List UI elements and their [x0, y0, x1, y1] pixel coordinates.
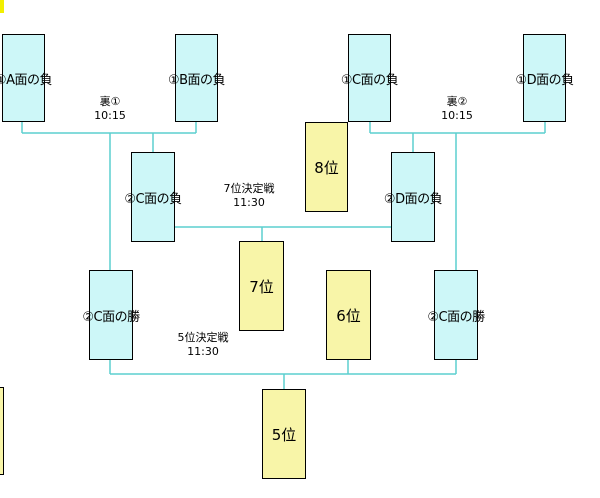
match-title-ura1: 裏① [99, 95, 121, 108]
box-place-6: 6位 [326, 270, 371, 360]
corner-marker [0, 0, 4, 13]
match-time-ura1: 10:15 [94, 109, 126, 122]
box-place-8: 8位 [305, 122, 348, 212]
box-r2-c-win-right: ②C面の勝 [427, 270, 485, 360]
match-label-ura2: 裏② 10:15 [432, 95, 482, 123]
match-time-5th: 11:30 [187, 345, 219, 358]
box-r1-d-lose: ①D面の負 [515, 34, 574, 122]
match-title-5th: 5位決定戦 [177, 331, 229, 344]
match-time-ura2: 10:15 [441, 109, 473, 122]
box-r1-b-lose: ①B面の負 [168, 34, 226, 122]
partial-edge-box [0, 387, 4, 475]
box-r2-c-win-left: ②C面の勝 [82, 270, 140, 360]
box-r1-a-lose: ①A面の負 [0, 34, 53, 122]
match-label-ura1: 裏① 10:15 [85, 95, 135, 123]
box-place-7: 7位 [239, 241, 284, 331]
box-place-5: 5位 [262, 389, 306, 479]
match-title-7th: 7位決定戦 [223, 182, 275, 195]
match-title-ura2: 裏② [446, 95, 468, 108]
box-r1-c-lose: ①C面の負 [341, 34, 399, 122]
match-label-7th: 7位決定戦 11:30 [216, 182, 282, 210]
box-r2-d-lose: ②D面の負 [384, 152, 443, 242]
match-label-5th: 5位決定戦 11:30 [170, 331, 236, 359]
match-time-7th: 11:30 [233, 196, 265, 209]
box-r2-c-lose: ②C面の負 [124, 152, 182, 242]
